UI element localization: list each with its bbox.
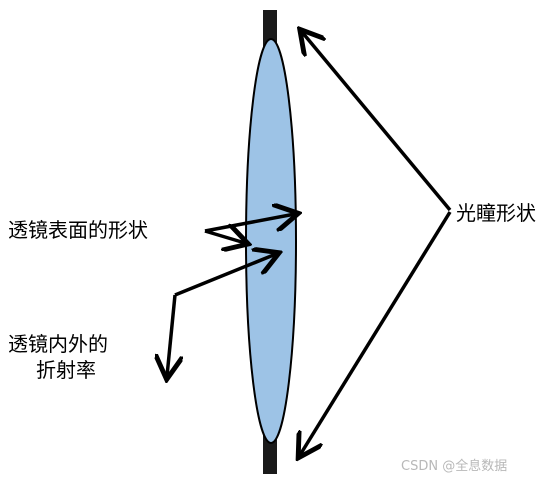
lens-ellipse: [245, 38, 297, 444]
refractive-index-label-line1: 透镜内外的: [8, 332, 108, 356]
pupil-shape-label: 光瞳形状: [456, 201, 536, 225]
watermark: CSDN @全息数据: [401, 459, 508, 474]
refractive-index-label-line2: 折射率: [36, 358, 96, 382]
index-arrow-outside: [167, 294, 175, 376]
lens-surface-shape-label: 透镜表面的形状: [8, 218, 148, 242]
surface-arrow-1: [204, 214, 295, 233]
pupil-arrow-bottom: [300, 211, 452, 455]
surface-arrow-2: [204, 231, 245, 243]
pupil-arrow-top: [302, 32, 452, 212]
index-arrow-inside: [174, 254, 276, 297]
refractive-index-label: 透镜内外的 折射率: [8, 331, 108, 383]
